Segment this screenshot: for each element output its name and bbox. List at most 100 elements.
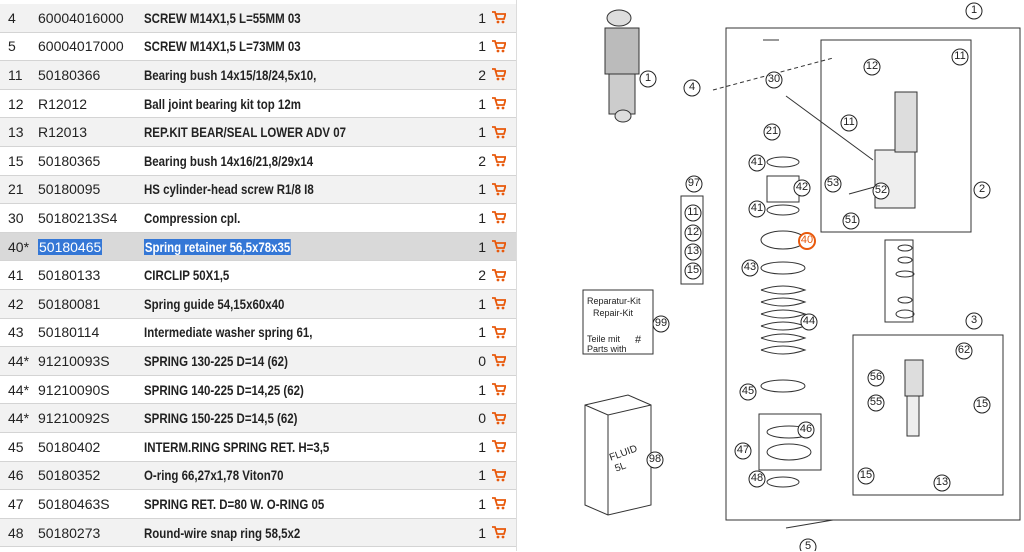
part-description[interactable]: INTERM.RING SPRING RET. H=3,5 — [144, 433, 398, 461]
callout-98[interactable]: 98 — [648, 453, 662, 465]
callout-55[interactable]: 55 — [869, 396, 883, 408]
part-number[interactable]: 50180273 — [38, 519, 138, 547]
part-number-text[interactable]: 50180081 — [38, 295, 101, 312]
part-number-text[interactable]: 60004016000 — [38, 9, 124, 26]
callout-11[interactable]: 11 — [843, 116, 855, 128]
part-number[interactable]: 50180402 — [38, 433, 138, 461]
callout-41[interactable]: 41 — [750, 202, 764, 214]
part-number[interactable]: R12013 — [38, 118, 138, 146]
cart-icon[interactable] — [492, 233, 508, 261]
callout-97[interactable]: 97 — [687, 177, 701, 189]
part-description-text[interactable]: O-ring 66,27x1,78 Viton70 — [144, 467, 284, 484]
cart-icon[interactable] — [492, 33, 508, 61]
cart-icon[interactable] — [492, 147, 508, 175]
cart-icon[interactable] — [492, 490, 508, 518]
part-description-text[interactable]: Compression cpl. — [144, 209, 241, 226]
cart-icon[interactable] — [492, 347, 508, 375]
part-number-text[interactable]: 50180133 — [38, 267, 101, 284]
callout-1[interactable]: 1 — [970, 4, 978, 16]
part-number[interactable]: 91210090S — [38, 376, 138, 404]
part-description[interactable]: SPRING 150-225 D=14,5 (62) — [144, 404, 398, 432]
cart-icon[interactable] — [492, 290, 508, 318]
part-number-text[interactable]: R12012 — [38, 95, 88, 112]
part-number[interactable]: 50180365 — [38, 147, 138, 175]
part-description[interactable]: Bearing bush 14x16/21,8/29x14 — [144, 147, 398, 175]
part-number-text[interactable]: 50180213S4 — [38, 209, 118, 226]
callout-3[interactable]: 3 — [970, 314, 978, 326]
part-description[interactable]: O-ring 66,27x1,78 Viton70 — [144, 462, 398, 490]
part-number-text[interactable]: 60004017000 — [38, 38, 124, 55]
part-description[interactable]: REP.KIT BEAR/SEAL LOWER ADV 07 — [144, 118, 398, 146]
callout-99[interactable]: 99 — [654, 317, 668, 329]
part-number[interactable]: 50180366 — [38, 61, 138, 89]
callout-42[interactable]: 42 — [795, 181, 809, 193]
callout-2[interactable]: 2 — [978, 183, 986, 195]
callout-5[interactable]: 5 — [804, 540, 812, 552]
callout-13[interactable]: 13 — [686, 245, 700, 257]
part-number[interactable]: 50180081 — [38, 290, 138, 318]
part-number-text[interactable]: 50180095 — [38, 181, 101, 198]
cart-icon[interactable] — [492, 204, 508, 232]
cart-icon[interactable] — [492, 61, 508, 89]
callout-15[interactable]: 15 — [686, 264, 700, 276]
part-number[interactable]: 50180133 — [38, 261, 138, 289]
callout-11[interactable]: 11 — [954, 50, 966, 62]
callout-30[interactable]: 30 — [767, 73, 781, 85]
part-number[interactable]: 91210092S — [38, 404, 138, 432]
cart-icon[interactable] — [492, 118, 508, 146]
part-description-text[interactable]: SPRING 130-225 D=14 (62) — [144, 352, 288, 369]
part-description[interactable]: HS cylinder-head screw R1/8 I8 — [144, 176, 398, 204]
callout-62[interactable]: 62 — [957, 344, 971, 356]
part-description-text[interactable]: Bearing bush 14x16/21,8/29x14 — [144, 152, 314, 169]
part-description-text[interactable]: SPRING 140-225 D=14,25 (62) — [144, 381, 304, 398]
cart-icon[interactable] — [492, 519, 508, 547]
cart-icon[interactable] — [492, 376, 508, 404]
callout-41[interactable]: 41 — [750, 156, 764, 168]
callout-11[interactable]: 11 — [687, 206, 699, 218]
part-description-text[interactable]: SPRING RET. D=80 W. O-RING 05 — [144, 495, 325, 512]
part-number[interactable]: 50180095 — [38, 176, 138, 204]
callout-51[interactable]: 51 — [844, 214, 858, 226]
part-description-text[interactable]: REP.KIT BEAR/SEAL LOWER ADV 07 — [144, 124, 347, 141]
callout-40[interactable]: 40 — [800, 234, 814, 246]
callout-43[interactable]: 43 — [743, 261, 757, 273]
callout-47[interactable]: 47 — [736, 444, 750, 456]
part-number[interactable]: R12012 — [38, 90, 138, 118]
cart-icon[interactable] — [492, 462, 508, 490]
part-number[interactable]: 50180213S4 — [38, 204, 138, 232]
part-description[interactable]: Compression cpl. — [144, 204, 398, 232]
part-description[interactable]: Round-wire snap ring 58,5x2 — [144, 519, 398, 547]
part-number-text[interactable]: 50180463S — [38, 495, 110, 512]
cart-icon[interactable] — [492, 261, 508, 289]
cart-icon[interactable] — [492, 404, 508, 432]
callout-44[interactable]: 44 — [802, 315, 816, 327]
cart-icon[interactable] — [492, 4, 508, 32]
cart-icon[interactable] — [492, 319, 508, 347]
part-description-text[interactable]: Bearing bush 14x15/18/24,5x10, — [144, 66, 317, 83]
callout-13[interactable]: 13 — [935, 476, 949, 488]
part-number-text[interactable]: 50180402 — [38, 438, 101, 455]
cart-icon[interactable] — [492, 433, 508, 461]
part-description[interactable]: SCREW M14X1,5 L=73MM 03 — [144, 33, 398, 61]
callout-15[interactable]: 15 — [975, 398, 989, 410]
part-description[interactable]: SPRING 140-225 D=14,25 (62) — [144, 376, 398, 404]
part-number[interactable]: 60004016000 — [38, 4, 138, 32]
callout-12[interactable]: 12 — [865, 60, 879, 72]
callout-45[interactable]: 45 — [741, 385, 755, 397]
part-number-text[interactable]: 91210090S — [38, 381, 110, 398]
part-description-text[interactable]: Spring retainer 56,5x78x35 — [144, 238, 292, 255]
part-number-text[interactable]: 50180365 — [38, 152, 101, 169]
part-number-text[interactable]: 91210093S — [38, 352, 110, 369]
